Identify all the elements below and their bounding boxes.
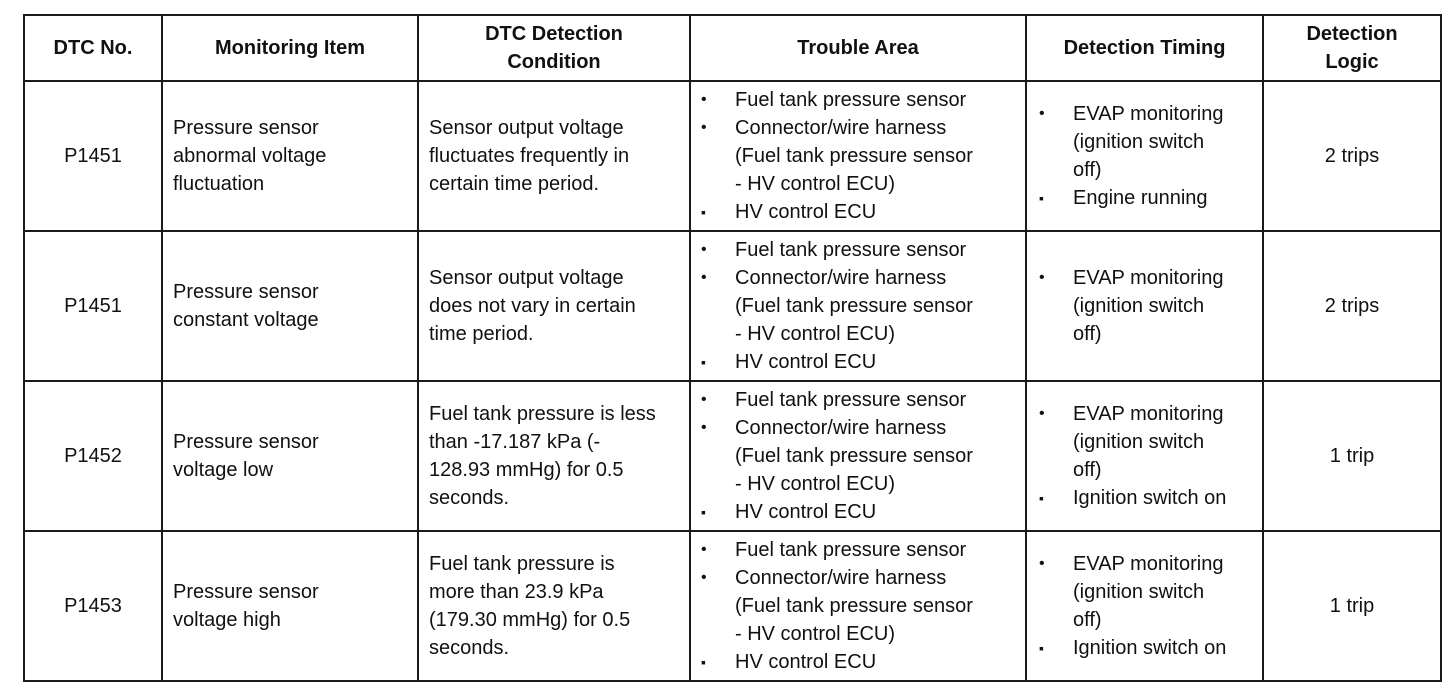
trouble-area: Fuel tank pressure sensor Connector/wire…: [689, 380, 1027, 532]
trouble-area: Fuel tank pressure sensor Connector/wire…: [689, 80, 1027, 232]
detection-timing: EVAP monitoring (ignition switch off): [1025, 230, 1264, 382]
trouble-item: Connector/wire harness (Fuel tank pressu…: [695, 114, 1015, 198]
detection-condition: Fuel tank pressure is less than -17.187 …: [417, 380, 691, 532]
timing-item: EVAP monitoring (ignition switch off): [1033, 400, 1252, 484]
table-row: P1451 Pressure sensor constant voltage S…: [23, 230, 1442, 382]
dtc-number: P1453: [23, 530, 163, 682]
detection-timing: EVAP monitoring (ignition switch off) En…: [1025, 80, 1264, 232]
detection-logic: 1 trip: [1262, 530, 1442, 682]
detection-logic: 2 trips: [1262, 230, 1442, 382]
header-dtc-no: DTC No.: [23, 14, 163, 82]
header-detection-logic-text: Detection Logic: [1306, 23, 1398, 73]
detection-logic: 2 trips: [1262, 80, 1442, 232]
trouble-area-list: Fuel tank pressure sensor Connector/wire…: [695, 536, 1015, 676]
timing-list: EVAP monitoring (ignition switch off) Ig…: [1033, 550, 1252, 662]
trouble-area-list: Fuel tank pressure sensor Connector/wire…: [695, 236, 1015, 376]
timing-item: EVAP monitoring (ignition switch off): [1033, 550, 1252, 634]
timing-item: EVAP monitoring (ignition switch off): [1033, 100, 1252, 184]
trouble-item: Fuel tank pressure sensor: [695, 536, 1015, 564]
trouble-item: Connector/wire harness (Fuel tank pressu…: [695, 414, 1015, 498]
header-detection-condition-text: DTC Detection Condition: [485, 23, 623, 73]
detection-condition: Sensor output voltage does not vary in c…: [417, 230, 691, 382]
trouble-item: Fuel tank pressure sensor: [695, 236, 1015, 264]
header-detection-logic: Detection Logic: [1262, 14, 1442, 82]
dtc-table: DTC No. Monitoring Item DTC Detection Co…: [23, 14, 1442, 682]
table-row: P1452 Pressure sensor voltage low Fuel t…: [23, 380, 1442, 532]
table-row: P1451 Pressure sensor abnormal voltage f…: [23, 80, 1442, 232]
trouble-item: Connector/wire harness (Fuel tank pressu…: [695, 564, 1015, 648]
timing-list: EVAP monitoring (ignition switch off): [1033, 264, 1252, 348]
trouble-area: Fuel tank pressure sensor Connector/wire…: [689, 230, 1027, 382]
dtc-number: P1451: [23, 80, 163, 232]
detection-condition: Fuel tank pressure is more than 23.9 kPa…: [417, 530, 691, 682]
header-detection-timing: Detection Timing: [1025, 14, 1264, 82]
detection-timing: EVAP monitoring (ignition switch off) Ig…: [1025, 380, 1264, 532]
trouble-item: Fuel tank pressure sensor: [695, 386, 1015, 414]
monitoring-item: Pressure sensor voltage high: [161, 530, 419, 682]
detection-logic: 1 trip: [1262, 380, 1442, 532]
dtc-number: P1452: [23, 380, 163, 532]
timing-item: Ignition switch on: [1033, 484, 1252, 512]
header-row: DTC No. Monitoring Item DTC Detection Co…: [23, 14, 1442, 82]
trouble-item: Fuel tank pressure sensor: [695, 86, 1015, 114]
monitoring-item: Pressure sensor abnormal voltage fluctua…: [161, 80, 419, 232]
trouble-area-list: Fuel tank pressure sensor Connector/wire…: [695, 386, 1015, 526]
trouble-item: HV control ECU: [695, 648, 1015, 676]
monitoring-item: Pressure sensor voltage low: [161, 380, 419, 532]
trouble-item: HV control ECU: [695, 498, 1015, 526]
timing-item: EVAP monitoring (ignition switch off): [1033, 264, 1252, 348]
detection-condition: Sensor output voltage fluctuates frequen…: [417, 80, 691, 232]
trouble-item: Connector/wire harness (Fuel tank pressu…: [695, 264, 1015, 348]
trouble-area: Fuel tank pressure sensor Connector/wire…: [689, 530, 1027, 682]
detection-timing: EVAP monitoring (ignition switch off) Ig…: [1025, 530, 1264, 682]
header-detection-condition: DTC Detection Condition: [417, 14, 691, 82]
trouble-item: HV control ECU: [695, 348, 1015, 376]
monitoring-item: Pressure sensor constant voltage: [161, 230, 419, 382]
timing-item: Engine running: [1033, 184, 1252, 212]
trouble-area-list: Fuel tank pressure sensor Connector/wire…: [695, 86, 1015, 226]
header-monitoring-item: Monitoring Item: [161, 14, 419, 82]
timing-item: Ignition switch on: [1033, 634, 1252, 662]
timing-list: EVAP monitoring (ignition switch off) En…: [1033, 100, 1252, 212]
timing-list: EVAP monitoring (ignition switch off) Ig…: [1033, 400, 1252, 512]
table-row: P1453 Pressure sensor voltage high Fuel …: [23, 530, 1442, 682]
trouble-item: HV control ECU: [695, 198, 1015, 226]
dtc-number: P1451: [23, 230, 163, 382]
header-trouble-area: Trouble Area: [689, 14, 1027, 82]
